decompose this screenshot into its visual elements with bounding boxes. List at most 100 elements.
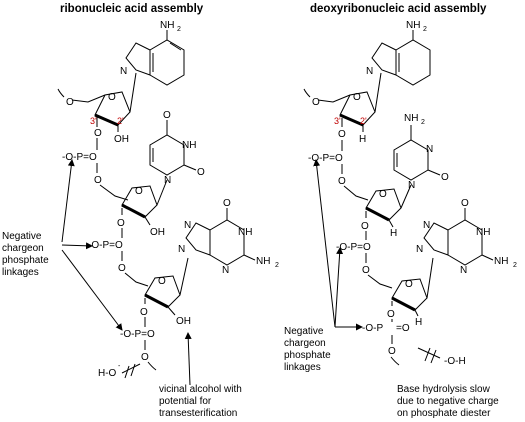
right-title: deoxyribonucleic acid assembly (310, 3, 487, 15)
svg-text:N: N (366, 66, 373, 77)
svg-text:N: N (460, 265, 467, 276)
deoxyribose-sugar-3: O H O (387, 257, 434, 328)
svg-text:OH: OH (150, 227, 165, 238)
svg-text:2: 2 (275, 262, 279, 269)
svg-text:=O: =O (396, 323, 410, 334)
dna-arrow-to-phosphate-2 (334, 247, 344, 328)
svg-text:-O-P=O: -O-P=O (88, 240, 123, 251)
adenine-base-1: NH 2 N (120, 20, 185, 86)
svg-text:O: O (379, 189, 387, 200)
svg-text:O: O (362, 265, 370, 276)
svg-text:N: N (178, 244, 185, 255)
arrow-to-phosphate-1 (61, 159, 75, 243)
svg-text:O: O (108, 92, 116, 103)
deoxyribose-sugar-2: O H O (361, 184, 412, 239)
svg-text:N: N (426, 144, 433, 155)
left-title: ribonucleic acid assembly (60, 3, 204, 15)
svg-text:N: N (423, 220, 430, 231)
prime-3-label: 3' (90, 116, 97, 126)
rna-strand: NH 2 N O O OH 3' 2' O -O-P=O O (2, 20, 279, 419)
svg-text:NH: NH (476, 227, 490, 238)
svg-text:O: O (338, 176, 346, 187)
svg-text:H: H (415, 317, 422, 328)
svg-text:O: O (117, 218, 125, 229)
svg-text:OH: OH (114, 134, 129, 145)
svg-text:H: H (390, 228, 397, 239)
svg-text:-O-P=O: -O-P=O (308, 153, 343, 164)
svg-text:O: O (312, 97, 320, 108)
vicinal-note: vicinal alcohol with potential for trans… (159, 384, 245, 419)
svg-text:O: O (118, 263, 126, 274)
arrow-to-phosphate-2 (61, 242, 93, 250)
svg-text:NH: NH (404, 113, 418, 124)
deoxyribose-sugar-1: O O H 3' 2' O (303, 72, 382, 145)
svg-text:H: H (359, 134, 366, 145)
ribose-sugar-3: O OH O (140, 257, 191, 327)
svg-text:O: O (135, 186, 143, 197)
ribose-sugar-1: O O OH 3' 2' O (57, 72, 137, 145)
svg-text:-O-P=O: -O-P=O (120, 329, 155, 340)
prime-2-label: 2' (117, 116, 124, 126)
arrow-to-vicinal-alcohol (184, 332, 192, 386)
dna-guanine-base: O NH NH 2 N N N (416, 198, 517, 276)
dna-phosphate-3: -O-P =O O (362, 319, 410, 366)
svg-text:N: N (164, 175, 171, 186)
svg-text:O: O (94, 128, 102, 139)
dna-arrow-to-phosphate-1 (313, 159, 336, 328)
svg-text:N: N (222, 265, 229, 276)
svg-text:2: 2 (177, 26, 181, 33)
svg-text:O: O (387, 309, 395, 320)
svg-text:-O-H: -O-H (444, 356, 466, 367)
svg-text:O: O (158, 276, 166, 287)
hydroxide-attack-left: H-O - (98, 363, 141, 379)
cytosine-base: NH 2 O N N (393, 113, 449, 191)
uracil-base: O O NH N (149, 110, 205, 186)
dna-strand: NH 2 N O O H 3' 2' O -O-P=O O (284, 20, 517, 419)
svg-text:O: O (197, 167, 205, 178)
svg-text:-: - (118, 363, 121, 370)
svg-text:O: O (441, 172, 449, 183)
svg-text:O: O (66, 97, 74, 108)
svg-text:3': 3' (334, 116, 341, 126)
svg-text:NH: NH (494, 256, 508, 267)
svg-text:O: O (405, 279, 413, 290)
hydroxide-attack-right: -O-H (417, 347, 466, 367)
svg-text:NH: NH (406, 20, 420, 31)
svg-text:O: O (338, 129, 346, 140)
svg-text:N: N (184, 220, 191, 231)
svg-text:N: N (416, 244, 423, 255)
svg-text:O: O (94, 175, 102, 186)
svg-text:2: 2 (421, 119, 425, 126)
svg-text:N: N (408, 180, 415, 191)
svg-text:O: O (163, 110, 171, 121)
rna-negative-label: Negative chargeon phosphate linkages (2, 231, 52, 278)
svg-text:O: O (461, 198, 469, 209)
ribose-sugar-2: O OH O (117, 179, 168, 238)
guanine-base: O NH NH 2 N N N (178, 198, 279, 276)
svg-text:NH: NH (182, 140, 196, 151)
svg-text:O: O (361, 221, 369, 232)
dna-adenine-base: NH 2 N (366, 20, 431, 86)
svg-text:OH: OH (176, 316, 191, 327)
svg-text:O: O (140, 307, 148, 318)
svg-text:O: O (141, 352, 149, 363)
svg-text:-O-P: -O-P (362, 323, 383, 334)
svg-text:2: 2 (423, 26, 427, 33)
svg-text:O: O (223, 198, 231, 209)
dna-negative-label: Negative chargeon phosphate linkages (284, 326, 334, 373)
phosphate-linkage-2: -O-P=O O (88, 228, 149, 287)
svg-text:-O-P=O: -O-P=O (62, 152, 97, 163)
svg-text:2: 2 (513, 262, 517, 269)
svg-text:NH: NH (256, 256, 270, 267)
svg-text:O: O (353, 92, 361, 103)
nh2-label-1: NH (160, 20, 174, 31)
phosphate-linkage-3: -O-P=O O (120, 317, 157, 371)
hydrolysis-note: Base hydrolysis slow due to negative cha… (397, 384, 502, 419)
svg-text:O: O (388, 346, 396, 357)
dna-phosphate-2: -O-P=O O (336, 231, 393, 289)
arrow-to-phosphate-3 (61, 249, 123, 331)
svg-text:2': 2' (360, 116, 367, 126)
n-atom: N (120, 66, 127, 77)
phosphate-linkage-1: -O-P=O O (62, 138, 129, 201)
